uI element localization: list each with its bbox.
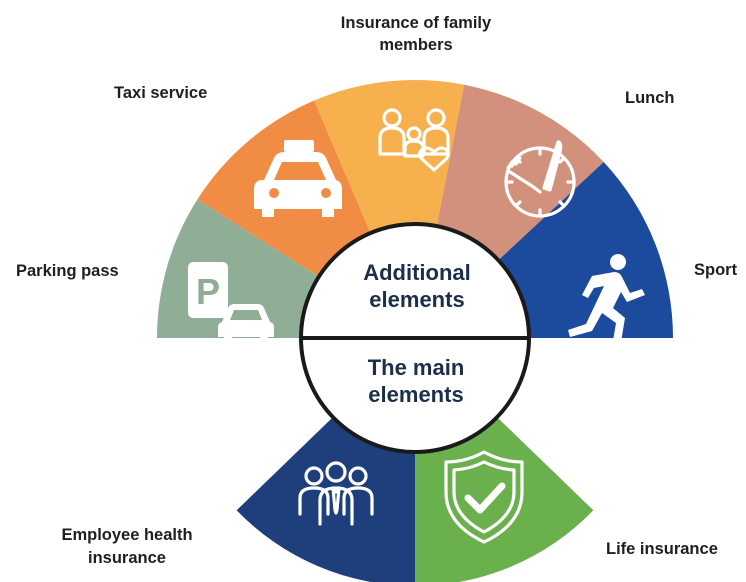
label-sport: Sport — [694, 261, 738, 279]
segment-life-insurance — [415, 415, 594, 582]
parking-car-icon: P — [188, 262, 274, 342]
center-bottom-line1: The main — [368, 355, 465, 380]
segment-lunch — [436, 84, 604, 262]
clock-fork-icon — [504, 140, 576, 218]
center-top-line2: elements — [369, 287, 464, 312]
label-health-line2: insurance — [88, 549, 166, 567]
center-circle: Additional elements The main elements — [299, 222, 531, 454]
employees-group-icon — [298, 461, 374, 526]
runner-icon — [568, 254, 645, 342]
labels: Parking pass Taxi service Insurance of f… — [16, 14, 738, 567]
svg-text:P: P — [196, 271, 220, 312]
label-parking-pass: Parking pass — [16, 262, 119, 280]
shield-check-icon — [444, 450, 524, 544]
taxi-icon — [254, 140, 342, 217]
label-family-line1: Insurance of family — [341, 14, 492, 32]
family-icon — [378, 108, 450, 172]
label-taxi-service: Taxi service — [114, 84, 207, 102]
label-life-insurance: Life insurance — [606, 540, 718, 558]
label-health-line1: Employee health — [61, 526, 192, 544]
segment-employee-health-insurance — [236, 415, 415, 582]
label-lunch: Lunch — [625, 89, 675, 107]
center-bottom-line2: elements — [368, 382, 463, 407]
center-top-line1: Additional — [363, 260, 471, 285]
label-family-line2: members — [379, 36, 452, 54]
